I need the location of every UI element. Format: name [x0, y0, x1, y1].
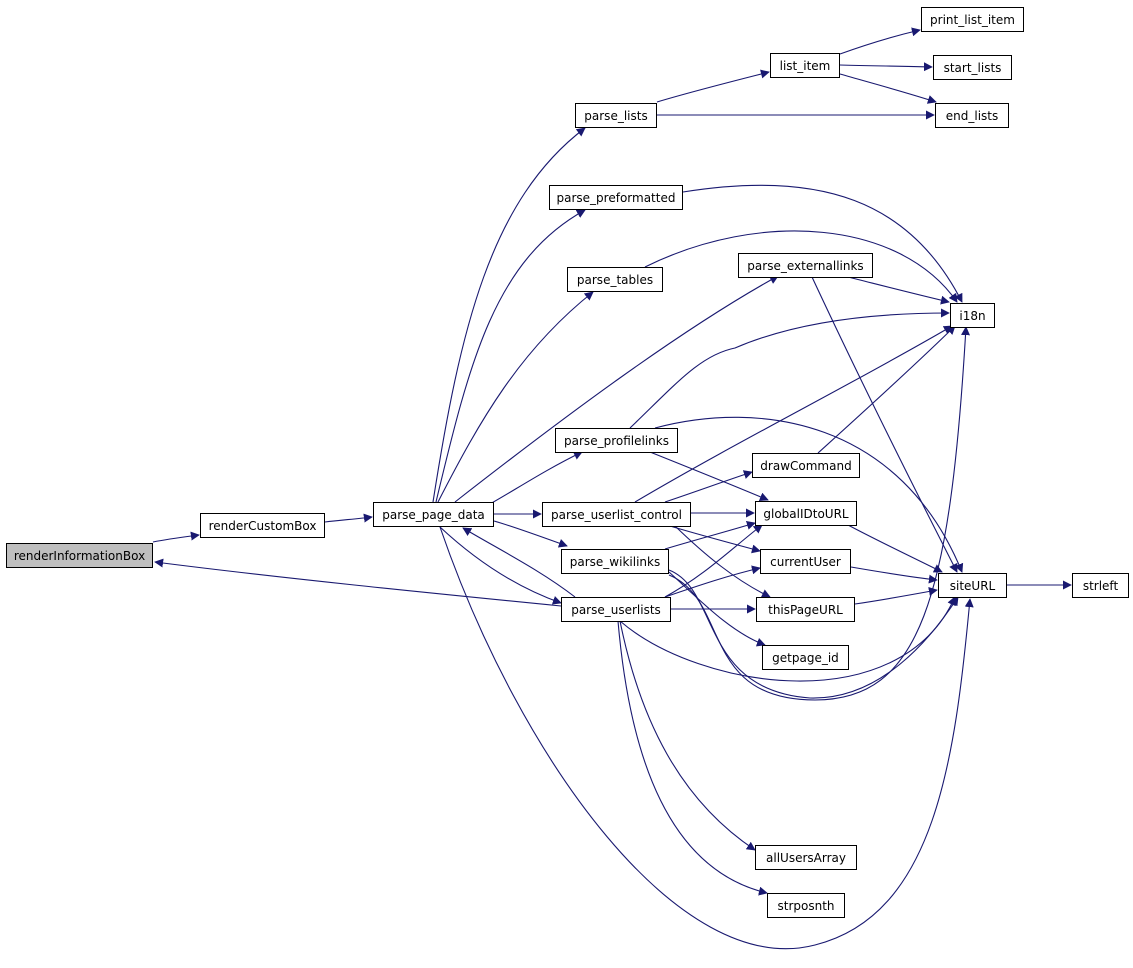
node-parse-wikilinks[interactable]: parse_wikilinks	[561, 549, 669, 574]
edge-renderInformationBox-to-renderCustomBox	[152, 531, 200, 543]
node-getpage-id[interactable]: getpage_id	[762, 645, 849, 670]
node-parse-lists[interactable]: parse_lists	[575, 103, 657, 128]
edge-parse-page-data-to-parse-lists	[432, 127, 586, 503]
edge-parse-userlists-to-globalIDtoURL	[664, 524, 763, 598]
edge-parse-userlists-to-parse-page-data	[462, 527, 576, 598]
edge-parse-wikilinks-to-siteURL	[668, 569, 959, 699]
edge-parse-userlist-control-to-i18n	[634, 325, 953, 503]
edge-parse-userlists-to-currentUser	[664, 565, 761, 598]
edge-parse-userlists-to-renderInformationBox	[154, 558, 562, 607]
edge-parse-wikilinks-to-getpage-id	[668, 571, 766, 647]
edge-parse-preformatted-to-i18n	[682, 184, 963, 303]
edge-parse-userlist-control-to-currentUser	[669, 525, 761, 554]
node-thisPageURL[interactable]: thisPageURL	[756, 597, 855, 622]
node-print-list-item[interactable]: print_list_item	[921, 7, 1024, 32]
node-strposnth[interactable]: strposnth	[767, 893, 845, 918]
node-parse-profilelinks[interactable]: parse_profilelinks	[555, 428, 678, 453]
node-end-lists[interactable]: end_lists	[935, 103, 1009, 128]
edge-parse-page-data-to-parse-preformatted	[435, 209, 586, 503]
edge-parse-page-data-to-parse-tables	[437, 291, 594, 503]
node-parse-page-data[interactable]: parse_page_data	[373, 502, 494, 527]
node-drawCommand[interactable]: drawCommand	[752, 453, 860, 478]
node-renderInformationBox[interactable]: renderInformationBox	[6, 543, 153, 568]
edge-parse-externallinks-to-siteURL	[811, 276, 958, 573]
edge-parse-page-data-to-parse-externallinks	[454, 275, 779, 503]
edge-currentUser-to-siteURL	[850, 566, 938, 584]
node-parse-tables[interactable]: parse_tables	[567, 267, 663, 292]
edge-list-item-to-print-list-item	[839, 27, 921, 55]
edge-parse-externallinks-to-i18n	[847, 276, 950, 305]
node-list-item[interactable]: list_item	[770, 53, 840, 78]
edge-globalIDtoURL-to-siteURL	[847, 524, 943, 573]
node-renderCustomBox[interactable]: renderCustomBox	[200, 513, 325, 538]
edge-thisPageURL-to-siteURL	[854, 587, 938, 605]
edge-parse-page-data-to-parse-profilelinks	[489, 451, 583, 505]
edge-parse-tables-to-i18n	[644, 230, 958, 303]
edge-parse-wikilinks-to-i18n	[668, 326, 971, 701]
edge-parse-profilelinks-to-siteURL	[654, 416, 964, 573]
edge-parse-page-data-to-parse-wikilinks	[493, 520, 568, 548]
edge-parse-userlists-to-allUsersArray	[619, 620, 756, 851]
node-parse-userlist-control[interactable]: parse_userlist_control	[542, 502, 691, 527]
edge-parse-lists-to-list-item	[656, 69, 770, 103]
node-start-lists[interactable]: start_lists	[933, 55, 1012, 80]
edge-list-item-to-end-lists	[839, 73, 937, 104]
edge-renderCustomBox-to-parse-page-data	[324, 513, 373, 523]
node-i18n[interactable]: i18n	[950, 303, 995, 328]
edge-parse-userlist-control-to-drawCommand	[664, 470, 753, 503]
node-parse-preformatted[interactable]: parse_preformatted	[549, 185, 683, 210]
edge-parse-page-data-to-siteURL	[439, 526, 974, 950]
edge-parse-profilelinks-to-globalIDtoURL	[649, 451, 769, 502]
edge-parse-wikilinks-to-globalIDtoURL	[664, 521, 756, 550]
node-parse-externallinks[interactable]: parse_externallinks	[738, 253, 873, 278]
edge-parse-page-data-to-parse-userlists	[439, 526, 562, 605]
node-currentUser[interactable]: currentUser	[760, 549, 851, 574]
edge-parse-userlists-to-strposnth	[617, 620, 768, 896]
node-globalIDtoURL[interactable]: globalIDtoURL	[755, 501, 857, 526]
edge-drawCommand-to-i18n	[817, 325, 956, 454]
node-parse-userlists[interactable]: parse_userlists	[561, 597, 671, 622]
node-siteURL[interactable]: siteURL	[938, 573, 1007, 598]
node-allUsersArray[interactable]: allUsersArray	[755, 845, 857, 870]
edge-list-item-to-start-lists	[839, 62, 933, 72]
node-strleft[interactable]: strleft	[1072, 573, 1129, 598]
edge-parse-userlists-to-siteURL	[619, 596, 956, 682]
edge-parse-userlist-control-to-thisPageURL	[674, 525, 771, 598]
edge-parse-profilelinks-to-i18n	[629, 308, 950, 429]
